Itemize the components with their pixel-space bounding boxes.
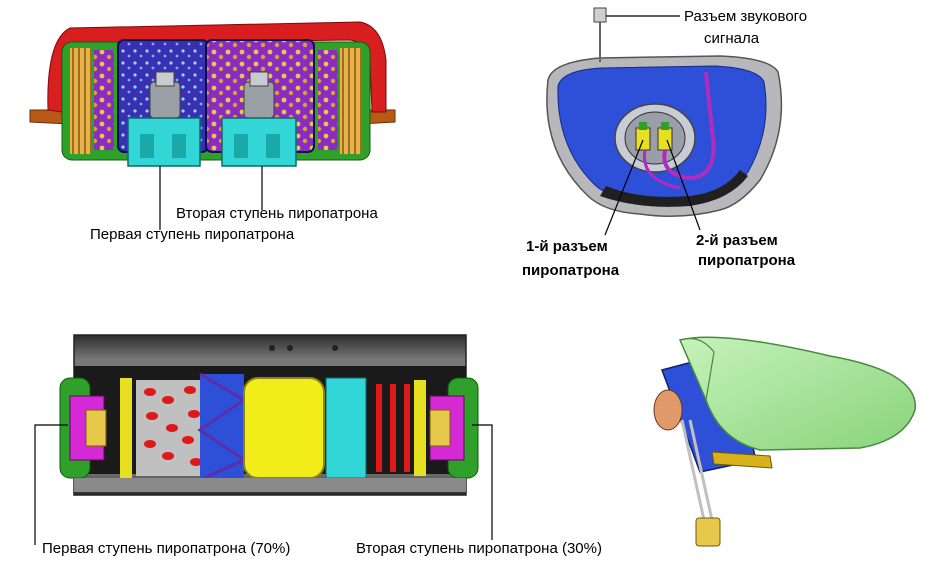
driver-inflator-cross-section bbox=[29, 21, 396, 230]
passenger-airbag-module bbox=[653, 336, 916, 547]
passenger-inflator-cross-section bbox=[34, 334, 493, 545]
steering-wheel-module bbox=[546, 7, 783, 236]
horn-connector-label-line1: Разъем звукового bbox=[684, 8, 808, 25]
dab-initiator-1 bbox=[127, 71, 201, 167]
pab-second-stage-label: Вторая ступень пиропатрона (30%) bbox=[356, 540, 602, 557]
horn-connector-label-line2: сигнала bbox=[704, 30, 760, 47]
connector-1-label-line1: 1-й разъем bbox=[526, 238, 608, 255]
connector-2-label-line1: 2-й разъем bbox=[696, 232, 778, 249]
dab-second-stage-label: Вторая ступень пиропатрона bbox=[176, 205, 378, 222]
connector-2-label-line2: пиропатрона bbox=[698, 252, 796, 269]
pab-first-stage-label: Первая ступень пиропатрона (70%) bbox=[42, 540, 291, 557]
connector-1-label-line2: пиропатрона bbox=[522, 262, 620, 279]
dab-initiator-2 bbox=[221, 71, 297, 167]
dab-first-stage-label: Первая ступень пиропатрона bbox=[90, 226, 295, 243]
